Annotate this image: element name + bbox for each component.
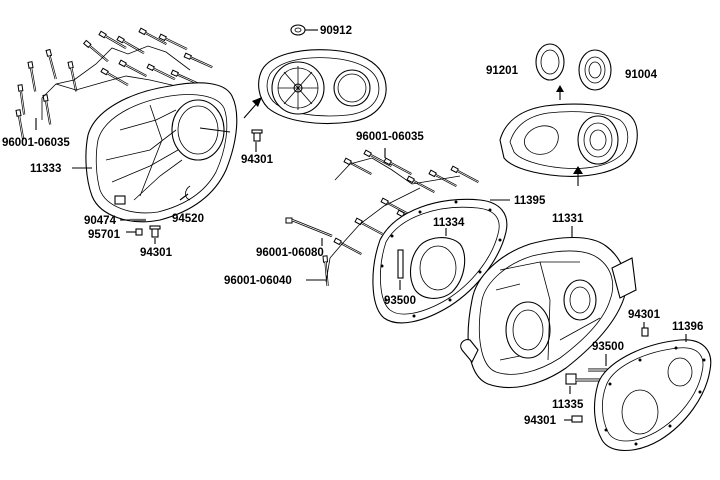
- label-93500-left: 93500: [384, 295, 416, 307]
- seal-90912: [290, 24, 318, 36]
- label-94301-upper: 94301: [241, 154, 274, 166]
- arrow-to-right-cover: [573, 166, 583, 186]
- crankcase-11331: [460, 236, 637, 389]
- bolt-set-left: [14, 27, 215, 141]
- label-94301-lower-left: 94301: [140, 247, 173, 259]
- pin-94301-upper: [251, 129, 263, 142]
- gasket-11396: [593, 339, 712, 451]
- label-11333: 11333: [30, 163, 61, 175]
- label-96001-06035-left: 96001-06035: [2, 137, 70, 149]
- arrow-top-right: [556, 85, 564, 100]
- label-94301-right: 94301: [628, 309, 661, 321]
- pin-94301-bottom: [571, 415, 583, 423]
- dowel-93500-left: [397, 249, 404, 279]
- pin-94301-right: [641, 327, 649, 337]
- label-93500-right: 93500: [592, 341, 624, 353]
- bracket-11335: [565, 373, 600, 385]
- label-91201: 91201: [486, 65, 519, 77]
- label-11335: 11335: [552, 399, 584, 411]
- bolt-set-middle: [321, 149, 481, 288]
- plate-11334: [409, 237, 466, 299]
- washer-95701: [135, 228, 143, 236]
- label-91004: 91004: [625, 69, 658, 81]
- label-94301-bottom: 94301: [524, 415, 557, 427]
- label-96001-06080: 96001-06080: [256, 247, 324, 259]
- label-11395: 11395: [514, 195, 546, 207]
- part-labels: 90912 91201 91004 96001-06035 11333 9430…: [2, 25, 703, 427]
- inner-cover-top: [258, 49, 387, 124]
- label-95701: 95701: [88, 229, 121, 241]
- bearing-91004: [578, 49, 612, 91]
- label-90912: 90912: [320, 25, 352, 37]
- pin-94301-lower-left: [149, 225, 161, 238]
- label-11334: 11334: [433, 217, 465, 229]
- arrow-to-top-cover: [243, 97, 262, 119]
- outer-cover-11333: [85, 82, 238, 223]
- label-96001-06040: 96001-06040: [224, 275, 292, 287]
- seal-91201: [535, 43, 565, 81]
- label-94520: 94520: [172, 213, 204, 225]
- label-11331: 11331: [552, 213, 584, 225]
- label-11396: 11396: [672, 321, 703, 333]
- clip-94520: [185, 185, 191, 201]
- leader-lines: [35, 118, 687, 421]
- label-90474: 90474: [84, 215, 117, 227]
- inner-cover-right: [499, 103, 638, 177]
- label-96001-06035-middle: 96001-06035: [356, 131, 424, 143]
- long-bolt-96001-06080: [285, 217, 333, 238]
